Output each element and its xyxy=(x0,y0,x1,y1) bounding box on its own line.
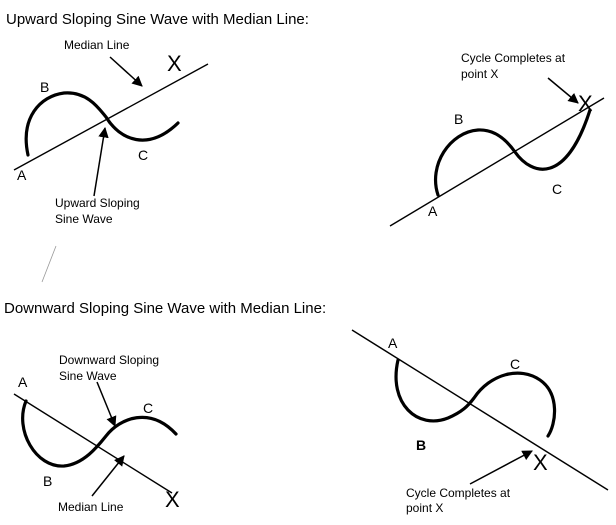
wave-label-line2: Sine Wave xyxy=(55,212,113,226)
point-c: C xyxy=(510,356,520,372)
cycle-label-arrow xyxy=(547,77,579,104)
median-line xyxy=(351,329,609,491)
median-line xyxy=(13,393,173,494)
heading-downward: Downward Sloping Sine Wave with Median L… xyxy=(4,300,326,317)
point-a: A xyxy=(428,203,438,219)
point-a: A xyxy=(388,335,398,351)
median-label-arrow xyxy=(109,56,143,87)
point-a: A xyxy=(17,167,27,183)
point-b: B xyxy=(43,473,52,489)
cycle-label-arrow xyxy=(469,450,533,485)
sine-wave xyxy=(24,91,180,157)
sine-wave xyxy=(434,108,592,197)
panel-downward-left: Downward Sloping Sine Wave Median Line A… xyxy=(13,353,180,514)
point-x: X xyxy=(533,450,548,475)
point-b: B xyxy=(416,437,426,453)
stray-mark xyxy=(41,245,57,283)
wave-label-line2: Sine Wave xyxy=(59,369,117,383)
point-b: B xyxy=(40,79,49,95)
median-label-arrow xyxy=(91,455,125,497)
point-a: A xyxy=(18,374,28,390)
cycle-label-line1: Cycle Completes at xyxy=(406,486,511,500)
wave-label-arrow xyxy=(96,381,117,427)
panel-upward-right: Cycle Completes at point X A B C X xyxy=(389,51,605,227)
point-c: C xyxy=(143,400,153,416)
median-line-label: Median Line xyxy=(58,500,124,514)
point-x: X xyxy=(578,91,593,116)
sine-wave xyxy=(394,358,557,438)
wave-label-line1: Upward Sloping xyxy=(55,196,140,210)
cycle-label-line1: Cycle Completes at xyxy=(461,51,566,65)
point-b: B xyxy=(454,111,463,127)
median-line xyxy=(389,97,605,227)
wave-label-arrow xyxy=(93,126,109,197)
panel-upward-left: Median Line Upward Sloping Sine Wave A B… xyxy=(13,38,209,226)
point-x: X xyxy=(165,487,180,512)
sine-wave xyxy=(21,399,178,468)
wave-label-line1: Downward Sloping xyxy=(59,353,159,367)
median-line xyxy=(13,63,209,171)
cycle-label-line2: point X xyxy=(406,501,443,515)
cycle-label-line2: point X xyxy=(461,67,498,81)
point-x: X xyxy=(167,51,182,76)
point-c: C xyxy=(138,147,148,163)
median-line-label: Median Line xyxy=(64,38,130,52)
heading-upward: Upward Sloping Sine Wave with Median Lin… xyxy=(6,11,309,28)
point-c: C xyxy=(552,181,562,197)
panel-downward-right: Cycle Completes at point X A B C X xyxy=(351,329,609,515)
